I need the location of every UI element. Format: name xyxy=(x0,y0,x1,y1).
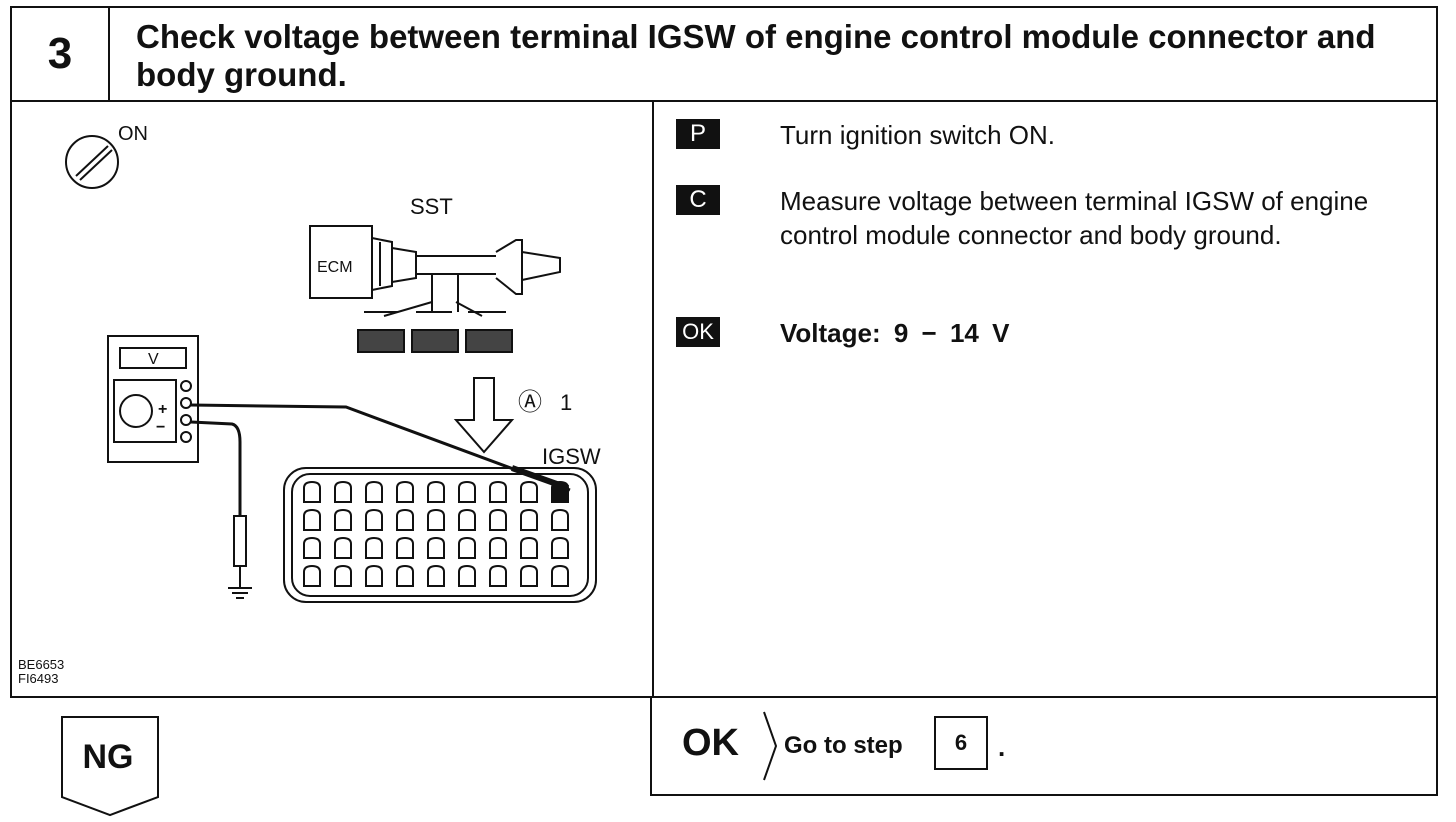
goto-step-link[interactable]: 6 xyxy=(934,716,988,770)
connector-pin xyxy=(303,564,321,587)
ng-result-label: NG xyxy=(82,738,134,776)
connector-pin xyxy=(489,480,507,503)
step-body: ON SST ECM Ⓐ xyxy=(10,100,1438,698)
connector-pin xyxy=(303,508,321,531)
check-badge: C xyxy=(676,185,720,215)
figure-codes: BE6653 FI6493 xyxy=(18,658,64,686)
connector-pin xyxy=(303,536,321,559)
instruction-pane: P Turn ignition switch ON. C Measure vol… xyxy=(654,102,1436,696)
step-header: 3 Check voltage between terminal IGSW of… xyxy=(10,6,1438,102)
ecm-label: ECM xyxy=(317,259,353,276)
connector-pin xyxy=(365,508,383,531)
ground-icon xyxy=(228,566,252,599)
connector-pin xyxy=(551,564,569,587)
terminal-number: 1 xyxy=(560,390,572,415)
connector-pin xyxy=(427,480,445,503)
connector-pin xyxy=(520,480,538,503)
connector-pin xyxy=(489,536,507,559)
figure-code: FI6493 xyxy=(18,671,59,686)
connector-pin-grid xyxy=(303,480,569,587)
connector-pin xyxy=(427,536,445,559)
instruction-text: Turn ignition switch ON. xyxy=(780,120,1056,150)
ok-result-box: OK Go to step 6 . xyxy=(650,696,1438,796)
voltmeter-icon xyxy=(107,335,199,463)
connector-pin xyxy=(365,564,383,587)
instruction-ok-spec: OK Voltage: 9 − 14 V xyxy=(676,316,1420,350)
connector-pin xyxy=(396,480,414,503)
ignition-switch-icon xyxy=(65,135,119,189)
ok-result-label: OK xyxy=(682,722,739,764)
connector-pin xyxy=(427,508,445,531)
ignition-on-label: ON xyxy=(118,123,148,145)
ecm-connector-icon xyxy=(283,467,597,603)
connector-pin xyxy=(489,564,507,587)
connector-pin xyxy=(334,564,352,587)
connector-pin xyxy=(334,536,352,559)
wiring-diagram: ON SST ECM Ⓐ xyxy=(65,123,601,603)
meter-unit-label: V xyxy=(148,351,159,368)
meter-plus-label: + xyxy=(158,401,167,418)
ng-result-tag xyxy=(61,716,159,817)
connector-pin xyxy=(520,508,538,531)
connector-pin xyxy=(489,508,507,531)
igsw-terminal xyxy=(551,480,569,503)
check-connector-icon xyxy=(357,329,513,353)
igsw-label: IGSW xyxy=(542,444,601,469)
connector-pin xyxy=(520,536,538,559)
connector-pin xyxy=(334,480,352,503)
negative-probe-lead xyxy=(190,420,242,516)
negative-probe-tip xyxy=(233,515,247,567)
connector-pin xyxy=(427,564,445,587)
connector-pin xyxy=(551,536,569,559)
connector-pin xyxy=(396,564,414,587)
terminal-a-marker: Ⓐ xyxy=(518,389,542,416)
positive-probe-lead xyxy=(190,403,571,492)
connector-pin xyxy=(396,536,414,559)
connector-pin xyxy=(396,508,414,531)
figure-pane: ON SST ECM Ⓐ xyxy=(12,102,654,696)
connector-pin xyxy=(365,536,383,559)
ecm-harness-icon xyxy=(309,225,561,317)
chevron-right-icon xyxy=(763,711,778,781)
connector-pin xyxy=(303,480,321,503)
connector-pin xyxy=(458,564,476,587)
down-arrow-icon xyxy=(453,377,515,454)
figure-code: BE6653 xyxy=(18,657,65,672)
goto-step-period: . xyxy=(998,732,1006,762)
connector-pin xyxy=(458,508,476,531)
instruction-text: Measure voltage between terminal IGSW of… xyxy=(780,186,1369,250)
connector-pin xyxy=(458,536,476,559)
step-number: 3 xyxy=(12,8,110,100)
connector-pin xyxy=(520,564,538,587)
goto-step-text: Go to step xyxy=(784,732,903,759)
sst-label: SST xyxy=(410,194,453,219)
instruction-prepare: P Turn ignition switch ON. xyxy=(676,118,1420,152)
ok-badge: OK xyxy=(676,317,720,347)
voltage-spec: Voltage: 9 − 14 V xyxy=(780,318,1010,348)
connector-pin xyxy=(334,508,352,531)
meter-minus-label: − xyxy=(156,419,165,436)
step-title: Check voltage between terminal IGSW of e… xyxy=(136,18,1376,93)
connector-pin xyxy=(365,480,383,503)
connector-pin xyxy=(458,480,476,503)
prepare-badge: P xyxy=(676,119,720,149)
instruction-check: C Measure voltage between terminal IGSW … xyxy=(676,184,1420,252)
connector-pin xyxy=(551,508,569,531)
